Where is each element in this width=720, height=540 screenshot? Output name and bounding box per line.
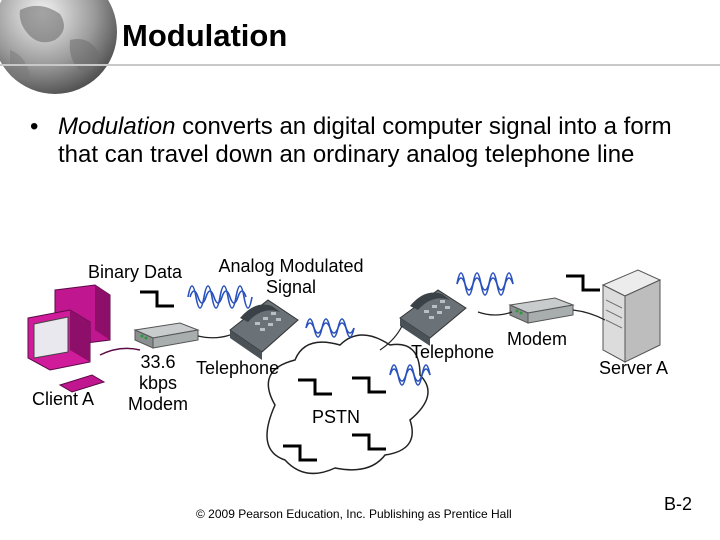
modem-right-icon <box>508 297 575 324</box>
bullet-text: Modulation converts an digital computer … <box>58 113 698 169</box>
binary-data-label: Binary Data <box>88 262 183 282</box>
telephone-left-icon <box>229 299 299 360</box>
modem-speed-label: 33.6 kbps Modem <box>118 352 198 415</box>
pstn-label: PSTN <box>312 407 361 427</box>
pstn-cloud <box>266 334 429 475</box>
server-icon <box>601 269 662 363</box>
modem-speed-line2: kbps <box>138 373 178 393</box>
copyright-footer: © 2009 Pearson Education, Inc. Publishin… <box>196 507 512 521</box>
slide-number: B-2 <box>664 494 693 514</box>
analog-signal-label-line1: Analog Modulated <box>218 256 364 276</box>
modem-left-icon <box>133 322 200 349</box>
bullet-body: converts an digital computer signal into… <box>58 113 672 168</box>
bullet-emphasis: Modulation <box>58 113 176 140</box>
analog-wave-icons <box>187 272 514 386</box>
connection-lines <box>197 309 606 351</box>
title-divider <box>0 64 720 66</box>
client-label: Client A <box>32 389 95 409</box>
modem-speed-line1: 33.6 <box>140 352 176 372</box>
bullet-marker: • <box>30 113 39 140</box>
telephone-left-label: Telephone <box>196 358 280 378</box>
client-computer-icon <box>27 284 141 393</box>
slide-title: Modulation <box>122 18 288 53</box>
analog-signal-label: Analog Modulated Signal <box>205 256 377 298</box>
server-label: Server A <box>599 358 669 378</box>
telephone-right-icon <box>399 289 467 346</box>
telephone-right-label: Telephone <box>411 342 495 362</box>
modem-speed-line3: Modem <box>127 394 189 414</box>
analog-signal-label-line2: Signal <box>265 277 317 297</box>
digital-signal-icons <box>140 274 600 462</box>
modem-right-label: Modem <box>507 329 568 349</box>
